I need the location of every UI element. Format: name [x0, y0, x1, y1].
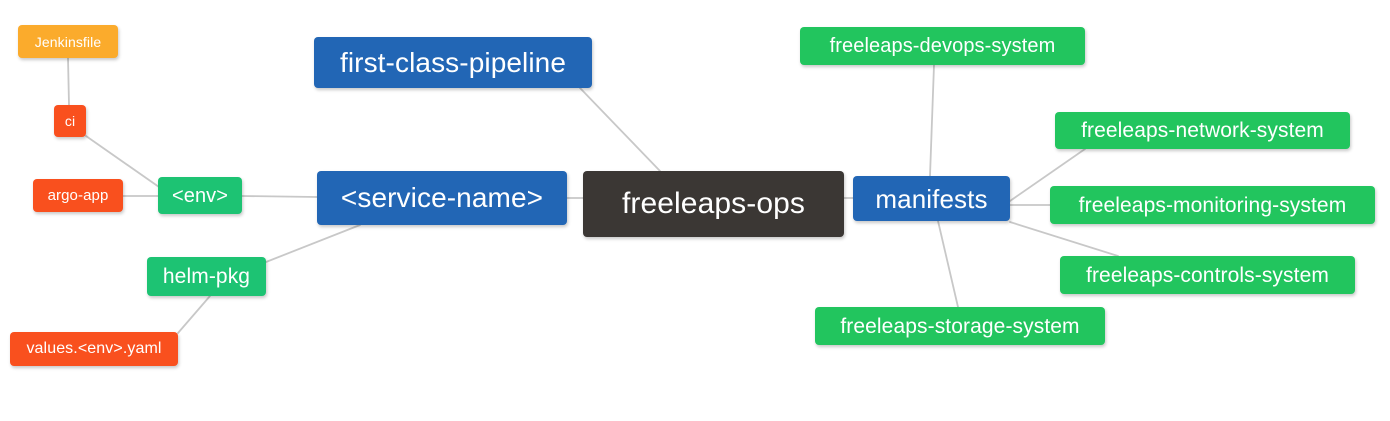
mindmap-node-ci[interactable]: ci — [54, 105, 86, 137]
edge-first-class-pipeline-to-freeleaps-ops — [579, 87, 661, 172]
mindmap-node-helm-pkg[interactable]: helm-pkg — [147, 257, 266, 296]
mindmap-node-env[interactable]: <env> — [158, 177, 242, 214]
node-label-freeleaps-devops-system: freeleaps-devops-system — [829, 35, 1056, 57]
edge-values-yaml-to-helm-pkg — [177, 295, 211, 334]
edge-env-to-service-name — [241, 195, 318, 198]
node-label-values-yaml: values.<env>.yaml — [26, 340, 162, 357]
edge-jenkinsfile-to-ci — [67, 57, 70, 106]
node-label-argo-app: argo-app — [47, 187, 109, 204]
mindmap-node-values-yaml[interactable]: values.<env>.yaml — [10, 332, 178, 366]
mindmap-node-jenkinsfile[interactable]: Jenkinsfile — [18, 25, 118, 58]
mindmap-node-freeleaps-devops-system[interactable]: freeleaps-devops-system — [800, 27, 1085, 65]
mindmap-node-freeleaps-network-system[interactable]: freeleaps-network-system — [1055, 112, 1350, 149]
mindmap-node-freeleaps-ops[interactable]: freeleaps-ops — [583, 171, 844, 237]
mindmap-node-freeleaps-monitoring-system[interactable]: freeleaps-monitoring-system — [1050, 186, 1375, 224]
node-label-helm-pkg: helm-pkg — [162, 265, 251, 288]
mindmap-node-freeleaps-storage-system[interactable]: freeleaps-storage-system — [815, 307, 1105, 345]
node-label-manifests: manifests — [875, 183, 988, 214]
edge-manifests-to-freeleaps-controls-system — [1009, 221, 1119, 257]
node-label-freeleaps-storage-system: freeleaps-storage-system — [840, 314, 1080, 338]
node-label-freeleaps-controls-system: freeleaps-controls-system — [1086, 263, 1329, 287]
mindmap-node-freeleaps-controls-system[interactable]: freeleaps-controls-system — [1060, 256, 1355, 294]
node-label-first-class-pipeline: first-class-pipeline — [339, 46, 567, 78]
edge-manifests-to-freeleaps-devops-system — [929, 64, 935, 177]
mindmap-node-service-name[interactable]: <service-name> — [317, 171, 567, 225]
node-label-freeleaps-monitoring-system: freeleaps-monitoring-system — [1078, 193, 1347, 217]
node-label-ci: ci — [64, 113, 76, 129]
mindmap-node-argo-app[interactable]: argo-app — [33, 179, 123, 212]
node-label-freeleaps-network-system: freeleaps-network-system — [1081, 119, 1324, 142]
node-label-service-name: <service-name> — [340, 182, 544, 213]
node-label-env: <env> — [171, 184, 229, 207]
edge-manifests-to-freeleaps-storage-system — [937, 220, 959, 308]
edge-helm-pkg-to-service-name — [265, 224, 361, 263]
mindmap-node-first-class-pipeline[interactable]: first-class-pipeline — [314, 37, 592, 88]
node-label-freeleaps-ops: freeleaps-ops — [621, 187, 806, 220]
mindmap-node-manifests[interactable]: manifests — [853, 176, 1010, 221]
node-label-jenkinsfile: Jenkinsfile — [34, 33, 102, 50]
